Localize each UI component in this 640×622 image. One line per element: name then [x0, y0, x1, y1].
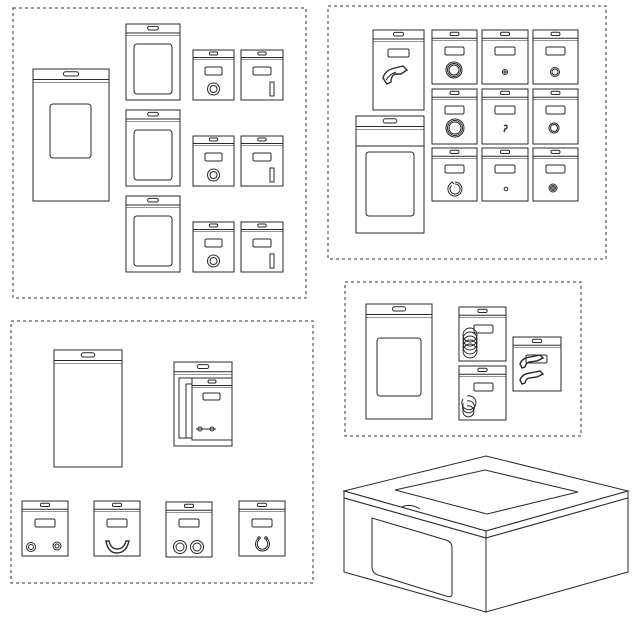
package-medium-1	[125, 23, 181, 101]
group-border	[10, 320, 314, 584]
package-small-bar-1	[240, 49, 284, 101]
package-medium-2	[125, 109, 181, 187]
package-plain-tall	[53, 349, 123, 468]
package-stacked-cards	[173, 361, 233, 447]
package-circlip	[238, 500, 286, 557]
package-medium-3	[125, 195, 181, 273]
group-bottom-left	[10, 320, 314, 584]
package-small-ring-1	[192, 49, 235, 101]
package-grid-r2c2	[481, 88, 529, 145]
package-coil-rings	[458, 306, 507, 362]
package-grid-r2c1	[431, 88, 478, 145]
group-border	[12, 7, 307, 299]
package-small-ring-3	[192, 221, 235, 273]
package-grid-r1c3	[532, 29, 579, 85]
package-u-clip	[93, 500, 141, 557]
package-double-ring-large	[165, 501, 213, 558]
package-large	[32, 68, 110, 202]
group-border	[344, 281, 582, 437]
package-grid-r1c2	[481, 29, 529, 85]
package-window	[365, 303, 433, 420]
package-clip	[372, 29, 425, 111]
package-grid-r3c1	[431, 147, 478, 202]
group-top-right	[327, 5, 607, 260]
package-snap-ring	[458, 365, 507, 421]
package-clips-pair	[512, 336, 562, 392]
group-middle-right	[344, 281, 582, 437]
group-top-left	[12, 7, 307, 299]
package-small-bar-2	[240, 135, 284, 187]
package-grid-r2c3	[532, 88, 579, 145]
package-small-bar-3	[240, 221, 284, 273]
package-tall-window	[355, 115, 425, 234]
display-box	[342, 455, 630, 613]
package-grid-r3c3	[532, 147, 579, 202]
package-double-ring-small	[21, 500, 69, 557]
package-small-ring-2	[192, 135, 235, 187]
package-grid-r1c1	[431, 29, 478, 85]
package-grid-r3c2	[481, 147, 529, 202]
group-border	[327, 5, 607, 260]
